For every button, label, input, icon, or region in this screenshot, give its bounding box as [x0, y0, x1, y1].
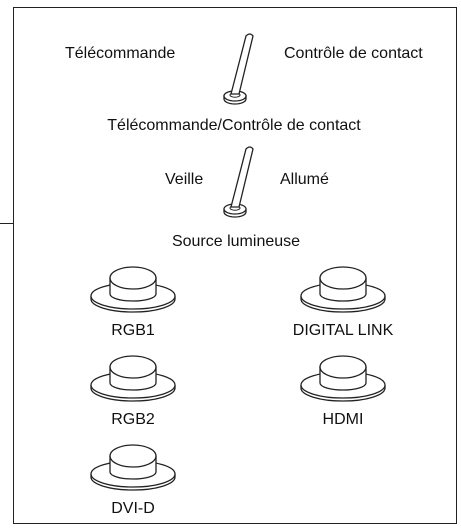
hdmi-button-label: HDMI	[322, 411, 364, 428]
edge-marker-line	[0, 223, 13, 224]
light-source-toggle-switch[interactable]	[220, 143, 260, 223]
rgb2-button-label: RGB2	[111, 411, 155, 428]
panel-frame	[13, 7, 457, 524]
rgb1-button[interactable]	[88, 258, 178, 318]
switch2-right-label: Allumé	[280, 171, 329, 188]
digital-link-button[interactable]	[298, 258, 388, 318]
switch2-left-label: Veille	[165, 171, 204, 188]
rgb1-button-label: RGB1	[111, 322, 155, 339]
rgb2-button[interactable]	[88, 347, 178, 407]
switch1-right-label: Contrôle de contact	[284, 45, 423, 62]
remote-contact-toggle-switch[interactable]	[220, 30, 260, 110]
dvi-d-button[interactable]	[88, 436, 178, 496]
switch1-left-label: Télécommande	[65, 45, 176, 62]
dvi-d-button-label: DVI-D	[111, 500, 155, 517]
switch2-caption: Source lumineuse	[171, 233, 301, 250]
switch1-caption: Télécommande/Contrôle de contact	[107, 117, 361, 134]
hdmi-button[interactable]	[298, 347, 388, 407]
digital-link-button-label: DIGITAL LINK	[292, 322, 394, 339]
